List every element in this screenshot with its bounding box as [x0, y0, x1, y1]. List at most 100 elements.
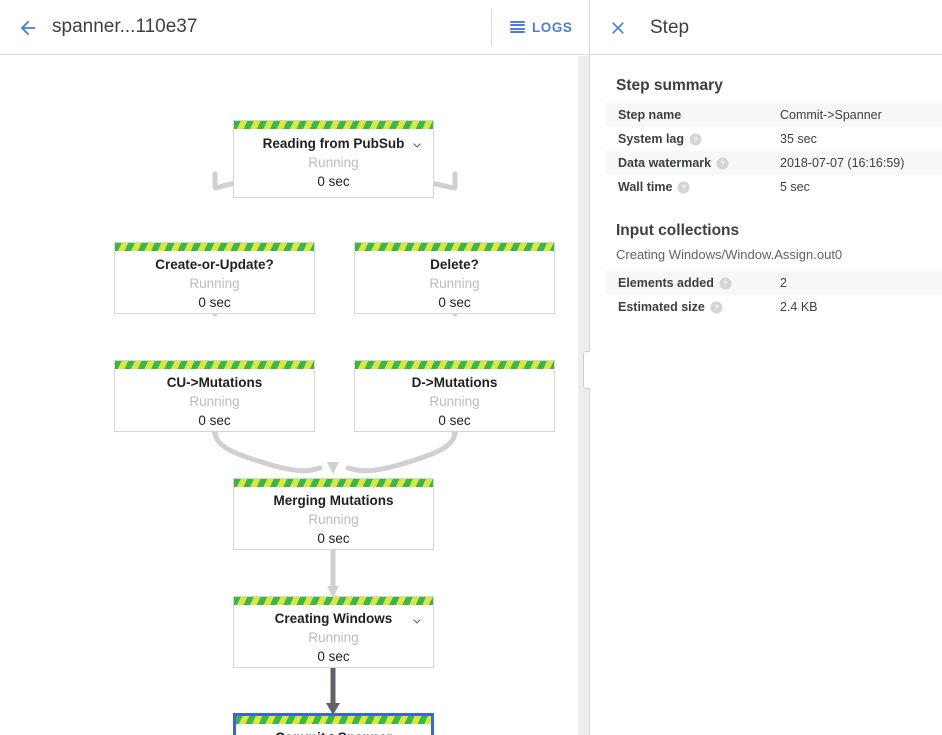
row-key: Elements added?	[606, 271, 780, 295]
back-button[interactable]	[10, 10, 46, 46]
row-value: Commit->Spanner	[780, 108, 882, 122]
node-time: 0 sec	[317, 649, 350, 664]
node-progress-stripe	[355, 361, 554, 369]
node-title: Merging Mutations	[273, 493, 394, 508]
graph-node-commit-spanner[interactable]: Commit->Spanner Part running 5 sec	[233, 713, 434, 735]
header-divider	[491, 8, 492, 46]
row-key: Estimated size?	[606, 295, 780, 319]
graph-node-create-or-update[interactable]: Create-or-Update? Running 0 sec	[114, 242, 315, 314]
node-title: Reading from PubSub	[262, 135, 405, 151]
table-row: Wall time? 5 sec	[606, 175, 942, 199]
node-progress-stripe	[234, 597, 433, 605]
step-details-pane: Step Step summary Step name Commit->Span…	[590, 0, 942, 735]
row-key-label: Elements added	[618, 276, 714, 290]
row-value: 35 sec	[780, 132, 817, 146]
row-key: Data watermark?	[606, 151, 780, 175]
node-body: Merging Mutations Running 0 sec	[234, 487, 433, 554]
node-body: Commit->Spanner Part running 5 sec	[236, 724, 431, 735]
help-icon[interactable]: ?	[719, 277, 732, 290]
graph-node-creating-windows[interactable]: Creating Windows Running 0 sec	[233, 596, 434, 668]
chevron-down-icon[interactable]	[409, 137, 425, 153]
node-time: 0 sec	[198, 295, 231, 310]
step-panel-content: Step summary Step name Commit->Spanner S…	[590, 56, 942, 735]
svg-text:?: ?	[682, 183, 687, 192]
node-status: Running	[189, 276, 240, 291]
input-collection-name: Creating Windows/Window.Assign.out0	[616, 247, 843, 262]
node-title: Create-or-Update?	[155, 257, 274, 272]
node-time: 0 sec	[438, 295, 471, 310]
row-key: Wall time?	[606, 175, 780, 199]
step-panel-title: Step	[650, 17, 690, 38]
node-title: Commit->Spanner	[275, 728, 392, 735]
row-value: 2018-07-07 (16:16:59)	[780, 156, 905, 170]
svg-text:?: ?	[720, 159, 725, 168]
table-row: Data watermark? 2018-07-07 (16:16:59)	[606, 151, 942, 175]
table-row: Elements added? 2	[606, 271, 942, 295]
step-panel-header: Step	[590, 0, 942, 55]
job-title: spanner...110e37	[52, 16, 198, 37]
node-body: CU->Mutations Running 0 sec	[115, 369, 314, 436]
svg-text:?: ?	[723, 279, 728, 288]
node-title: Delete?	[430, 257, 479, 272]
input-collections-table: Elements added? 2 Estimated size? 2.4 KB	[606, 271, 942, 319]
node-title: CU->Mutations	[166, 375, 263, 390]
graph-node-reading-from-pubsub[interactable]: Reading from PubSub Running 0 sec	[233, 120, 434, 198]
row-key-label: Wall time	[618, 180, 673, 194]
node-progress-stripe	[236, 716, 431, 724]
row-key: System lag?	[606, 127, 780, 151]
node-progress-stripe	[115, 361, 314, 369]
row-key-label: Estimated size	[618, 300, 705, 314]
panel-splitter-track[interactable]	[578, 56, 590, 735]
graph-node-merging-mutations[interactable]: Merging Mutations Running 0 sec	[233, 478, 434, 550]
arrow-left-icon	[20, 20, 36, 36]
node-progress-stripe	[234, 479, 433, 487]
node-title: D->Mutations	[411, 375, 498, 390]
node-time: 0 sec	[317, 173, 350, 189]
graph-node-cu-mutations[interactable]: CU->Mutations Running 0 sec	[114, 360, 315, 432]
graph-node-delete[interactable]: Delete? Running 0 sec	[354, 242, 555, 314]
node-progress-stripe	[115, 243, 314, 251]
step-summary-heading: Step summary	[616, 77, 723, 94]
node-body: D->Mutations Running 0 sec	[355, 369, 554, 436]
logs-button-label: LOGS	[532, 19, 573, 35]
node-body: Reading from PubSub Running 0 sec	[234, 129, 433, 197]
row-key: Step name	[618, 108, 682, 122]
node-status: Running	[308, 154, 359, 170]
row-key-label: System lag	[618, 132, 685, 146]
row-key-label: Data watermark	[618, 156, 712, 170]
input-collections-heading: Input collections	[616, 222, 740, 239]
close-button[interactable]	[602, 12, 634, 44]
node-status: Running	[429, 276, 480, 291]
help-icon[interactable]: ?	[716, 157, 729, 170]
logs-button[interactable]: LOGS	[510, 13, 572, 41]
node-body: Creating Windows Running 0 sec	[234, 605, 433, 672]
node-progress-stripe	[355, 243, 554, 251]
node-body: Create-or-Update? Running 0 sec	[115, 251, 314, 318]
node-time: 0 sec	[317, 531, 350, 546]
help-icon[interactable]: ?	[677, 181, 690, 194]
help-icon[interactable]: ?	[689, 133, 702, 146]
node-status: Running	[308, 630, 359, 645]
svg-text:?: ?	[714, 303, 719, 312]
node-body: Delete? Running 0 sec	[355, 251, 554, 318]
close-icon	[612, 22, 624, 34]
graph-canvas: Reading from PubSub Running 0 sec Create…	[0, 56, 578, 735]
table-row: System lag? 35 sec	[606, 127, 942, 151]
help-icon[interactable]: ?	[710, 301, 723, 314]
graph-node-d-mutations[interactable]: D->Mutations Running 0 sec	[354, 360, 555, 432]
row-value: 2	[780, 276, 787, 290]
node-title: Creating Windows	[274, 611, 393, 626]
job-header: spanner...110e37 LOGS	[0, 0, 590, 55]
step-summary-table: Step name Commit->Spanner System lag? 35…	[606, 103, 942, 199]
svg-text:?: ?	[693, 135, 698, 144]
job-graph-pane: spanner...110e37 LOGS	[0, 0, 590, 735]
graph-scroll-area[interactable]: Reading from PubSub Running 0 sec Create…	[0, 56, 578, 735]
node-status: Running	[308, 512, 359, 527]
node-status: Running	[189, 394, 240, 409]
node-progress-stripe	[234, 121, 433, 129]
chevron-down-icon[interactable]	[409, 613, 425, 629]
row-value: 5 sec	[780, 180, 810, 194]
node-time: 0 sec	[438, 413, 471, 428]
table-row: Estimated size? 2.4 KB	[606, 295, 942, 319]
